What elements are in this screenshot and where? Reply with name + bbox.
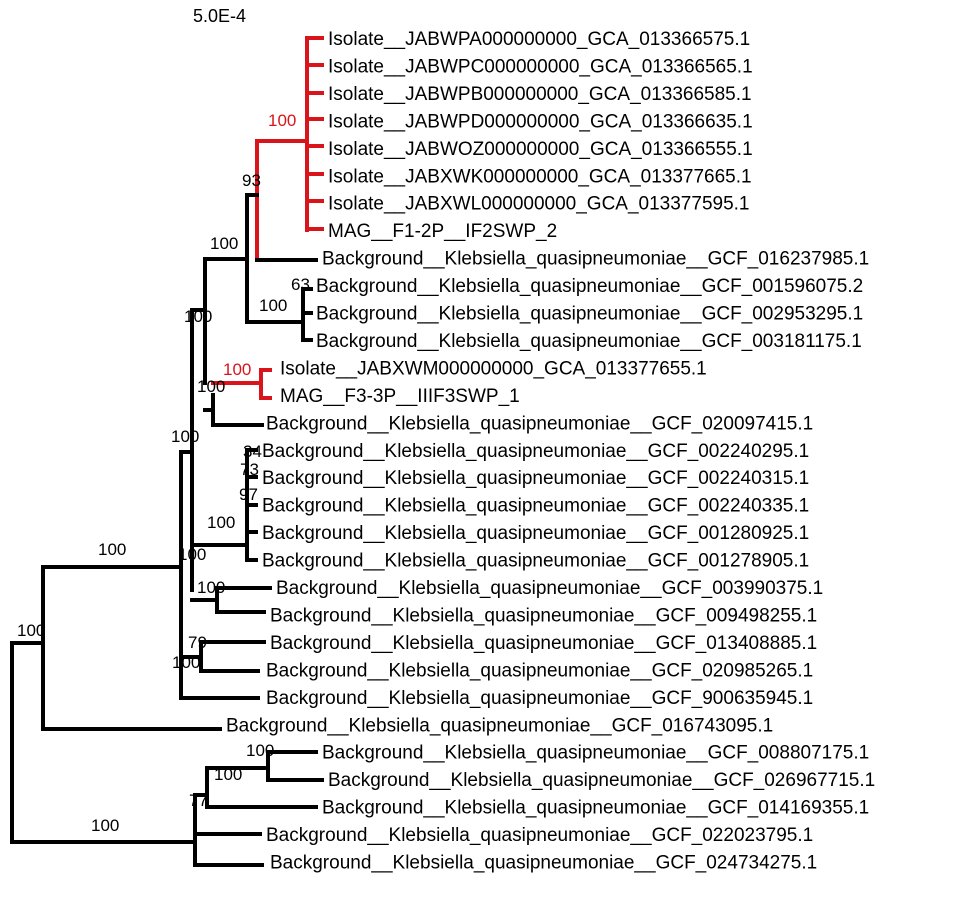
support-value: 100 (223, 360, 251, 379)
tip-label: Isolate__JABXWL000000000_GCA_013377595.1 (328, 194, 750, 215)
tip-label: Background__Klebsiella_quasipneumoniae__… (316, 304, 863, 325)
support-value: 63 (291, 275, 310, 294)
support-value: 79 (188, 633, 207, 652)
support-value: 100 (268, 111, 296, 130)
tip-label: Background__Klebsiella_quasipneumoniae__… (276, 578, 823, 599)
tip-label: Background__Klebsiella_quasipneumoniae__… (316, 276, 863, 297)
support-value: 100 (207, 513, 235, 532)
tip-label: Isolate__JABWOZ000000000_GCA_013366555.1 (328, 139, 753, 160)
scale-label: 5.0E-4 (193, 6, 246, 26)
tip-label: Background__Klebsiella_quasipneumoniae__… (262, 523, 809, 544)
support-value: 93 (242, 171, 261, 190)
tip-label: Background__Klebsiella_quasipneumoniae__… (270, 605, 817, 626)
tip-label: Background__Klebsiella_quasipneumoniae__… (262, 496, 809, 517)
tip-label: Isolate__JABWPC000000000_GCA_013366565.1 (328, 56, 753, 77)
tree-branches (10, 36, 324, 867)
support-value: 100 (184, 307, 212, 326)
tip-labels: Isolate__JABWPA000000000_GCA_013366575.1… (226, 29, 875, 874)
tip-label: Background__Klebsiella_quasipneumoniae__… (322, 798, 869, 819)
tip-label: Background__Klebsiella_quasipneumoniae__… (262, 468, 809, 489)
support-value: 100 (197, 377, 225, 396)
support-value: 100 (259, 296, 287, 315)
support-value: 97 (239, 485, 258, 504)
tip-label: Background__Klebsiella_quasipneumoniae__… (266, 413, 813, 434)
tip-label: Background__Klebsiella_quasipneumoniae__… (266, 660, 813, 681)
support-value: 100 (214, 765, 242, 784)
tip-label: Isolate__JABWPD000000000_GCA_013366635.1 (328, 111, 753, 132)
support-value: 73 (240, 460, 259, 479)
support-values: 1009310063100100100100100347397100100100… (17, 111, 310, 835)
tip-label: Isolate__JABXWK000000000_GCA_013377665.1 (328, 166, 752, 187)
tip-label: Background__Klebsiella_quasipneumoniae__… (270, 853, 817, 874)
support-value: 100 (17, 621, 45, 640)
tip-label: Background__Klebsiella_quasipneumoniae__… (266, 825, 813, 846)
tip-label: Isolate__JABXWM000000000_GCA_013377655.1 (280, 358, 707, 379)
tip-label: Background__Klebsiella_quasipneumoniae__… (266, 688, 813, 709)
support-value: 100 (172, 653, 200, 672)
support-value: 100 (91, 816, 119, 835)
tip-label: Background__Klebsiella_quasipneumoniae__… (316, 331, 862, 352)
tip-label: Background__Klebsiella_quasipneumoniae__… (226, 715, 773, 736)
support-value: 100 (197, 578, 225, 597)
tip-label: Background__Klebsiella_quasipneumoniae__… (328, 770, 875, 791)
tip-label: MAG__F1-2P__IF2SWP_2 (328, 221, 557, 242)
support-value: 100 (178, 545, 206, 564)
support-value: 100 (246, 741, 274, 760)
tip-label: Background__Klebsiella_quasipneumoniae__… (262, 441, 809, 462)
support-value: 100 (98, 540, 126, 559)
tip-label: Background__Klebsiella_quasipneumoniae__… (322, 743, 869, 764)
tip-label: Isolate__JABWPA000000000_GCA_013366575.1 (328, 29, 750, 50)
support-value: 77 (189, 791, 208, 810)
tip-label: Background__Klebsiella_quasipneumoniae__… (270, 633, 817, 654)
support-value: 100 (171, 427, 199, 446)
tip-label: Background__Klebsiella_quasipneumoniae__… (322, 249, 869, 270)
support-value: 34 (243, 442, 262, 461)
support-value: 100 (210, 234, 238, 253)
tip-label: Background__Klebsiella_quasipneumoniae__… (262, 551, 809, 572)
tip-label: MAG__F3-3P__IIIF3SWP_1 (280, 386, 520, 407)
tip-label: Isolate__JABWPB000000000_GCA_013366585.1 (328, 84, 752, 105)
